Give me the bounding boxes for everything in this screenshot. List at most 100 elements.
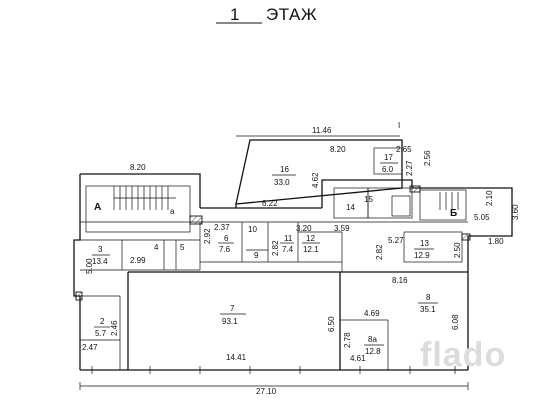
dim-237: 2.37 [214, 223, 230, 232]
floor-number: 1 [230, 5, 240, 24]
room2-area: 5.7 [95, 329, 107, 338]
dim-360: 3.60 [511, 204, 520, 220]
room9-number: 9 [254, 251, 259, 260]
room13-box [403, 231, 463, 263]
dim-282a: 2.82 [271, 240, 280, 256]
wall-room16 [235, 139, 403, 205]
dim-816: 8.16 [392, 276, 408, 285]
room6-number: 6 [224, 234, 229, 243]
dim-461: 4.61 [350, 354, 366, 363]
dim-hall-width: 6.22 [262, 199, 278, 208]
room7-area: 93.1 [222, 317, 238, 326]
room13-area: 12.9 [414, 251, 430, 260]
dim-top-total: 11.46 [312, 126, 332, 135]
dim-210: 2.10 [485, 190, 494, 206]
column [75, 291, 83, 301]
dim-247: 2.47 [82, 343, 98, 352]
floor-title: 1 ЭТАЖ [216, 5, 317, 24]
room17-number: 17 [384, 153, 393, 162]
dim-180: 1.80 [488, 237, 504, 246]
room3-area: 13.4 [92, 257, 108, 266]
hatched-elements [75, 185, 471, 301]
floor-label: ЭТАЖ [266, 5, 317, 24]
room15-box [367, 187, 413, 219]
room-a-number: а [170, 207, 175, 216]
stair-b-label: Б [450, 208, 457, 219]
dim-299: 2.99 [130, 256, 146, 265]
room10-number: 10 [248, 225, 257, 234]
room5-number: 5 [180, 243, 185, 252]
column [189, 215, 203, 225]
room2-number: 2 [100, 317, 105, 326]
room11-area: 7.4 [282, 245, 294, 254]
wall-left-side [73, 174, 81, 370]
room-12: 12 12.1 [302, 234, 320, 254]
partitions [80, 147, 468, 374]
room17-box [373, 147, 403, 175]
room16-number: 16 [280, 165, 289, 174]
dim-room16-width: 8.20 [330, 145, 346, 154]
dim-359: 3.59 [334, 224, 350, 233]
dim-room17-width: 2.65 [396, 145, 412, 154]
watermark: flado [420, 336, 506, 374]
corridor-marker: I [398, 121, 400, 130]
wc-fixture [391, 195, 411, 217]
dim-282b: 2.82 [375, 244, 384, 260]
dim-bottom-total: 27.10 [256, 387, 277, 396]
room8-number: 8 [426, 293, 431, 302]
room13-number: 13 [420, 239, 429, 248]
wall-right-wing [321, 179, 513, 370]
column [409, 185, 421, 193]
room8a-number: 8а [368, 335, 377, 344]
dim-246: 2.46 [110, 320, 119, 336]
dim-left-wing: 8.20 [130, 163, 146, 172]
dim-320: 3.20 [296, 224, 312, 233]
room12-number: 12 [306, 234, 315, 243]
room-7: 7 93.1 [220, 304, 246, 326]
dim-right-small: 2.56 [423, 150, 432, 166]
dim-room16-height: 4.62 [311, 172, 320, 188]
room-8a: 8а 12.8 [364, 335, 384, 356]
stair-b-block [419, 189, 467, 221]
dim-278: 2.78 [343, 332, 352, 348]
room4-number: 4 [154, 243, 159, 252]
dim-527: 5.27 [388, 236, 404, 245]
dim-500: 5.00 [85, 258, 94, 274]
dim-1441: 14.41 [226, 353, 247, 362]
watermark-logo: flado [420, 336, 506, 374]
room-labels: 16 33.0 17 6.0 14 15 А а Б 10 11 7.4 12 … [92, 153, 457, 356]
room8a-box [339, 319, 389, 371]
room-11: 11 7.4 [280, 234, 294, 254]
dim-505: 5.05 [474, 213, 490, 222]
room8-area: 35.1 [420, 305, 436, 314]
room-13: 13 12.9 [414, 239, 434, 260]
stair-a-label: А [94, 202, 101, 213]
stair-a-treads [113, 186, 176, 210]
room12-area: 12.1 [303, 245, 319, 254]
room11-number: 11 [284, 234, 293, 243]
room6-area: 7.6 [219, 245, 231, 254]
column [461, 233, 471, 241]
top-dimension: 11.46 I [236, 121, 400, 137]
room14-number: 14 [346, 203, 355, 212]
room7-number: 7 [230, 304, 235, 313]
bottom-dimension: 27.10 [79, 382, 469, 396]
dim-292: 2.92 [203, 228, 212, 244]
dim-608: 6.08 [451, 314, 460, 330]
windows-bottom [91, 366, 456, 374]
dim-250: 2.50 [453, 242, 462, 258]
room-16: 16 33.0 [272, 165, 296, 187]
dimension-labels: 8.20 8.20 4.62 2.65 2.27 2.56 6.22 2.37 … [82, 145, 520, 363]
wall-hall-top [200, 204, 237, 209]
wall-left-wing-top [80, 173, 201, 208]
dim-room17-height: 2.27 [405, 160, 414, 176]
room15-number: 15 [364, 195, 373, 204]
room8a-area: 12.8 [365, 347, 381, 356]
room-6: 6 7.6 [218, 234, 234, 254]
room-17: 17 6.0 [380, 153, 398, 174]
room16-area: 33.0 [274, 178, 290, 187]
room-8: 8 35.1 [418, 293, 438, 314]
dim-469: 4.69 [364, 309, 380, 318]
room-3: 3 13.4 [92, 245, 110, 266]
